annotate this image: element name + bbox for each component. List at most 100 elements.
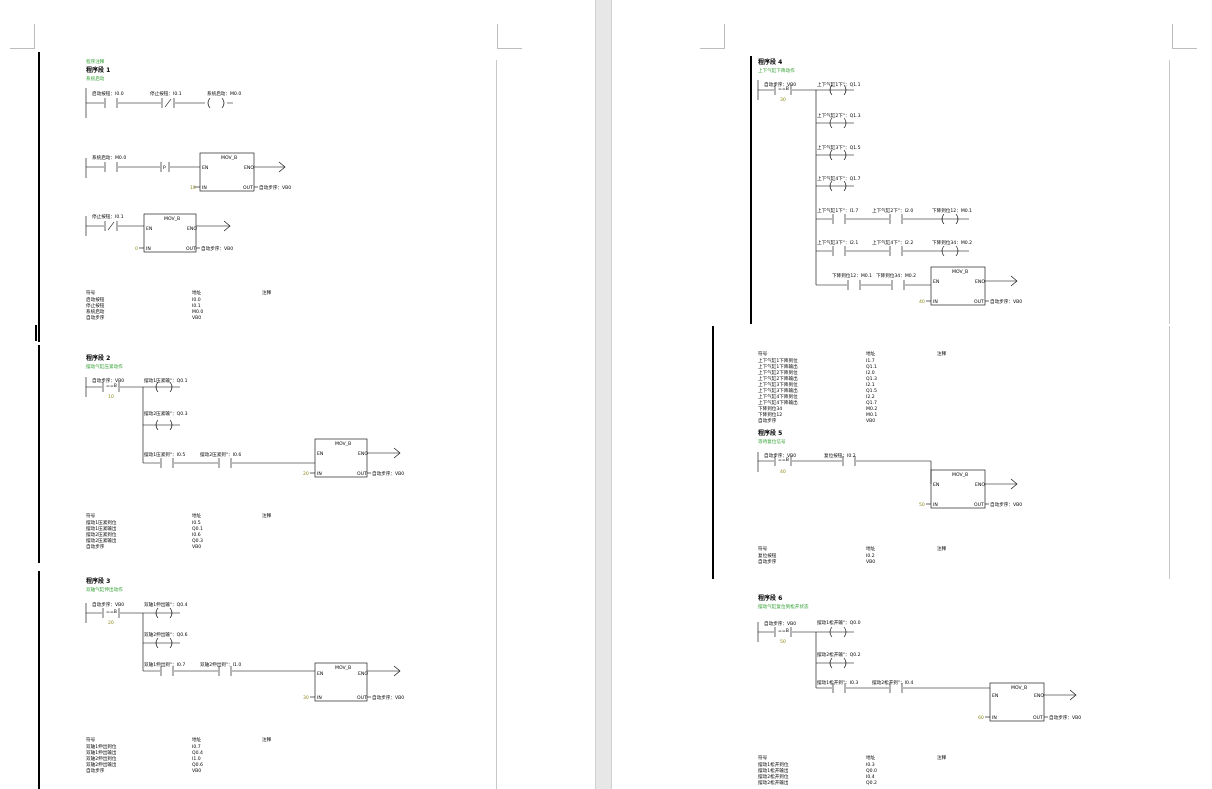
svg-text:自动步序：VB0: 自动步序：VB0 [764,81,796,88]
svg-text:EN: EN [317,671,323,677]
seg6-title: 程序段 6 [757,594,782,602]
svg-text:30: 30 [780,97,786,103]
seg1-border [38,52,40,342]
svg-text:20: 20 [303,471,309,477]
svg-text:Q0.0: Q0.0 [866,768,877,774]
svg-text:上下气缸4下降到位: 上下气缸4下降到位 [758,393,798,400]
right-margin-line [496,60,497,789]
svg-text:EN: EN [317,451,323,457]
svg-text:I0.7: I0.7 [192,744,201,750]
svg-text:OUT: OUT [357,471,367,477]
seg1-mov2-out: 自动步序：VB0 [201,245,233,252]
svg-text:MOV_B: MOV_B [164,216,180,222]
svg-text:符号: 符号 [86,736,96,743]
svg-text:EN: EN [146,226,152,232]
svg-text:MOV_B: MOV_B [221,155,237,161]
seg2-border [38,345,40,563]
svg-text:上下气缸2下"：Q1.3: 上下气缸2下"：Q1.3 [817,112,861,119]
seg1-mov1-in: 10 [190,185,196,191]
svg-text:I2.2: I2.2 [866,394,875,400]
svg-text:摆动1压紧输出: 摆动1压紧输出 [86,525,117,532]
svg-text:复位按钮: 复位按钮 [758,552,777,559]
network-4: 程序段 4 上下气缸下降动作 ==B 30 自动步序：VB0 上下气缸1下"：Q… [757,58,1022,306]
svg-text:VB0: VB0 [866,559,875,565]
seg3-comment: 双轴气缸伸出动作 [86,586,123,593]
svg-text:地址: 地址 [866,350,876,357]
svg-text:地址: 地址 [192,512,202,519]
svg-text:VB0: VB0 [192,315,201,321]
svg-text:注释: 注释 [937,754,947,761]
seg1-mov1-out: 自动步序：VB0 [259,184,291,191]
svg-text:OUT: OUT [243,185,253,191]
seg4-mov-box [930,266,986,306]
svg-text:EN: EN [992,693,998,699]
svg-text:40: 40 [780,469,786,475]
svg-text:符号: 符号 [86,289,96,296]
seg3-border [38,571,40,789]
network-1: 程序注释 程序段 1 系统启动 启动按钮：I0.0 停止按钮：I0.1 系统启动… [85,58,291,321]
svg-text:ENO: ENO [244,165,254,171]
crop-mark-top-right [497,24,522,49]
right-margin-line-r2 [1169,326,1170,579]
svg-text:I2.0: I2.0 [866,370,875,376]
svg-text:自动步序: 自动步序 [86,767,105,774]
seg6-mov-box [989,682,1045,722]
svg-text:OUT: OUT [1033,715,1043,721]
svg-text:MOV_B: MOV_B [335,441,351,447]
svg-text:I0.5: I0.5 [192,520,201,526]
svg-text:摆动2松开输出: 摆动2松开输出 [758,779,789,786]
svg-text:自动步序: 自动步序 [86,543,105,550]
svg-text:==B: ==B [778,457,789,463]
svg-text:50: 50 [919,502,925,508]
svg-text:OUT: OUT [357,695,367,701]
svg-text:上下气缸3下降到位: 上下气缸3下降到位 [758,381,798,388]
svg-text:上下气缸4下"：Q1.7: 上下气缸4下"：Q1.7 [817,175,861,182]
svg-text:双轴2伸出到"：I1.0: 双轴2伸出到"：I1.0 [200,661,241,668]
svg-text:M0.2: M0.2 [866,406,877,412]
svg-text:Q0.3: Q0.3 [192,538,203,544]
svg-text:双轴2伸出到位: 双轴2伸出到位 [86,755,117,762]
svg-text:IN: IN [992,715,997,721]
svg-text:符号: 符号 [758,545,768,552]
svg-text:自动步序：VB0: 自动步序：VB0 [372,694,404,701]
svg-text:摆动1松开输出: 摆动1松开输出 [758,767,789,774]
svg-text:==B: ==B [778,628,789,634]
seg1-coil [207,97,211,109]
svg-text:符号: 符号 [86,512,96,519]
svg-text:摆动2松开到位: 摆动2松开到位 [758,773,789,780]
svg-text:上下气缸3下"：Q1.5: 上下气缸3下"：Q1.5 [817,144,861,151]
crop-mark-top-left [10,24,35,49]
seg4-title: 程序段 4 [757,58,782,66]
svg-text:自动步序：VB0: 自动步序：VB0 [372,470,404,477]
svg-text:60: 60 [978,715,984,721]
svg-text:双轴1伸出输"：Q0.4: 双轴1伸出输"：Q0.4 [144,601,188,608]
svg-text:注释: 注释 [262,289,272,296]
svg-text:I1.7: I1.7 [866,358,875,364]
svg-text:==B: ==B [778,86,789,92]
svg-text:自动步序：VB0: 自动步序：VB0 [764,620,796,627]
svg-text:双轴2伸出输出: 双轴2伸出输出 [86,761,117,768]
seg2-compare-value: 10 [108,394,114,400]
svg-text:Q1.5: Q1.5 [866,388,877,394]
svg-text:ENO: ENO [975,279,985,285]
svg-text:EN: EN [933,279,939,285]
svg-text:上下气缸1下降到位: 上下气缸1下降到位 [758,357,798,364]
svg-text:MOV_B: MOV_B [952,269,968,275]
seg1-mov2-box [143,213,197,253]
svg-text:M0.1: M0.1 [866,412,877,418]
seg1-title: 程序段 1 [85,66,110,74]
seg2-contact-step: 自动步序：VB0 [92,377,124,384]
seg1-contact-stop2: 停止按钮：I0.1 [92,213,124,220]
svg-text:I0.6: I0.6 [192,532,201,538]
svg-text:下降到位12：M0.1: 下降到位12：M0.1 [932,207,972,214]
svg-text:双轴1伸出到位: 双轴1伸出到位 [86,743,117,750]
seg4-comment: 上下气缸下降动作 [758,67,795,74]
seg2-coil-1: 摆动1压紧输"：Q0.1 [144,377,188,384]
svg-text:自动步序：VB0: 自动步序：VB0 [1049,714,1081,721]
seg1-contact-stop: 停止按钮：I0.1 [150,90,182,97]
svg-text:I0.1: I0.1 [192,303,201,309]
svg-text:摆动2松开输"：Q0.2: 摆动2松开输"：Q0.2 [817,651,861,658]
seg2-contact-2: 摆动2压紧到"：I0.6 [200,451,241,458]
svg-text:摆动1松开到"：I0.3: 摆动1松开到"：I0.3 [817,679,858,686]
